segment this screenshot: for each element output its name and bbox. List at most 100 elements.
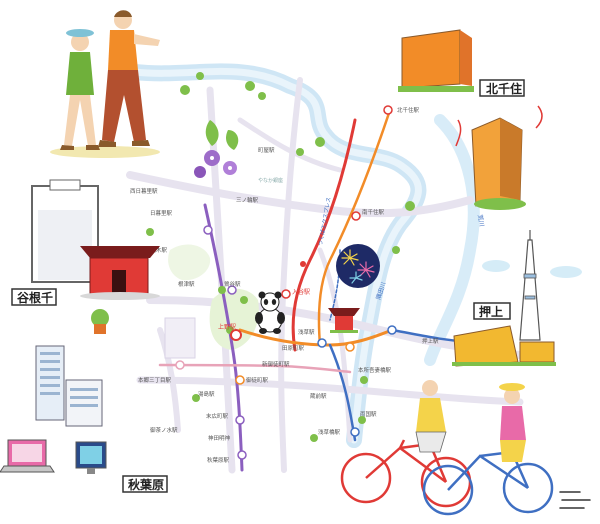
station-label-ochanomizu: 御茶ノ水駅 — [150, 426, 178, 434]
cyclist-top — [500, 406, 526, 440]
station-label-suehirocho: 末広町駅 — [206, 412, 229, 420]
station-markers — [175, 105, 397, 460]
tree — [358, 416, 366, 424]
station-label-oshiage: 押上駅 — [422, 337, 439, 345]
cyclist-shirt — [416, 398, 446, 432]
panda-eye — [263, 299, 269, 305]
music-note-icon — [455, 119, 462, 147]
area-label-box-oshiage — [473, 302, 511, 320]
tree — [360, 376, 368, 384]
window — [70, 404, 98, 407]
shop-street-sign — [49, 179, 81, 191]
rail-line-oedo — [158, 363, 352, 374]
campus-block — [164, 317, 196, 359]
woman-top — [66, 52, 94, 95]
cyclists-illustration — [340, 380, 591, 516]
woman-hat — [66, 29, 94, 37]
woman-legs — [64, 95, 96, 146]
panda-illustration — [255, 291, 285, 334]
tree — [240, 296, 248, 304]
station-label-shinokachimachi: 新御徒町駅 — [262, 360, 290, 368]
road — [157, 327, 181, 433]
window — [40, 368, 60, 371]
shrine-base — [330, 330, 358, 333]
building-theater — [401, 29, 461, 89]
firework-burst — [357, 261, 375, 278]
area-labels: 北千住 谷根千 押上 秋葉原 — [11, 79, 525, 493]
road — [136, 376, 524, 406]
area-label-oshiage: 押上 — [479, 304, 503, 319]
road — [278, 77, 303, 473]
station-label-ryogoku: 両国駅 — [360, 411, 377, 418]
station-label-kandamyojin: 神田明神 — [208, 434, 231, 442]
station-marker — [350, 427, 360, 437]
monitor-stand — [87, 468, 95, 474]
station-label-machiya: 町屋駅 — [258, 147, 275, 154]
firework-burst — [349, 271, 363, 284]
cyclist-hat — [499, 383, 525, 391]
station-marker — [237, 450, 247, 460]
station-label-tawaramachi: 田原町駅 — [282, 345, 305, 352]
bike-wheel — [422, 464, 474, 516]
station-marker — [345, 342, 355, 352]
panda-leg — [259, 328, 267, 334]
ground-shadow — [50, 146, 160, 158]
window — [40, 392, 60, 395]
window — [40, 352, 60, 355]
office-building — [35, 345, 65, 421]
tree — [196, 72, 204, 80]
tree — [146, 228, 154, 236]
shrine-body — [335, 316, 353, 330]
potted-plant-pot — [94, 324, 106, 334]
rail-lines — [158, 108, 472, 472]
shop-street-inner — [38, 210, 92, 280]
panda-ear — [274, 291, 282, 299]
panda-eye — [271, 299, 277, 305]
soramachi-base — [452, 362, 556, 366]
tree — [392, 246, 400, 254]
bike-wheel — [502, 462, 554, 514]
station-marker — [175, 360, 185, 370]
shrine-illustration — [328, 308, 360, 333]
kitasenju-buildings-illustration — [398, 29, 543, 210]
area-label-yanesen: 谷根千 — [17, 290, 53, 305]
station-label-minowa: 三ノ輪駅 — [236, 196, 259, 204]
station-label-akihabara: 秋葉原駅 — [207, 456, 230, 464]
man-arm — [134, 34, 160, 46]
tree — [245, 81, 255, 91]
station-marker — [227, 285, 237, 295]
tree — [192, 394, 200, 402]
skytree-deck — [523, 273, 537, 279]
arakawa-river-label: 荒川 — [476, 214, 486, 227]
laptop-base — [0, 465, 55, 473]
rail-line-hibiya — [291, 118, 357, 352]
firework-burst — [341, 249, 359, 266]
tree — [315, 137, 325, 147]
cyclist-shorts — [415, 431, 447, 453]
panda-ear — [258, 291, 266, 299]
woman-shoes — [60, 145, 100, 150]
station-marker — [317, 338, 327, 348]
potted-plant — [91, 309, 109, 327]
panda-arm — [277, 312, 285, 324]
line-label-tx: つくばエクスプレス — [316, 196, 332, 246]
station-label-nezu: 根津駅 — [178, 280, 195, 288]
skytree-deck — [524, 295, 536, 300]
flower — [194, 166, 206, 178]
window — [70, 396, 98, 399]
fireworks-illustration — [336, 244, 380, 288]
sign-yanaka-ginza: やなか銀座 — [258, 177, 283, 184]
cyclist-head — [504, 388, 520, 404]
window — [40, 384, 60, 387]
woman-head — [71, 33, 89, 51]
rail-line-jr — [203, 203, 244, 472]
leaf — [205, 120, 219, 146]
station-label-nishinippori: 西日暮里駅 — [130, 187, 158, 195]
cyclist-pants — [500, 440, 526, 462]
station-marker — [300, 261, 306, 267]
panda-head — [260, 292, 280, 312]
temple-gate-door — [112, 270, 126, 294]
flower-center — [228, 166, 232, 170]
